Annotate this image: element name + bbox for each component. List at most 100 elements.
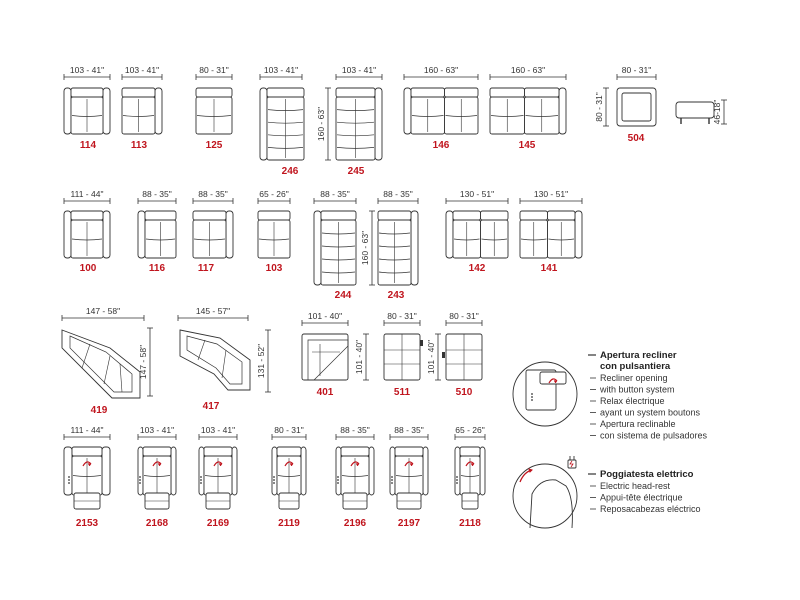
recline-arrow-icon [465,461,475,467]
module-code: 2168 [146,518,169,529]
module-code: 2169 [207,518,230,529]
width-dimension: 88 - 35" [198,189,227,199]
module-code: 100 [80,263,97,274]
module-code: 504 [628,133,645,144]
recline-arrow-icon [152,461,162,467]
button-dot-icon [391,482,393,484]
width-dimension: 80 - 31" [622,65,651,75]
width-dimension: 147 - 58" [86,306,120,316]
button-dot-icon [337,476,339,478]
button-dot-icon [391,479,393,481]
recline-arrow-icon [82,461,92,467]
module-code: 146 [433,140,450,151]
depth-dimension: 80 - 31" [594,92,604,121]
button-dot-icon [68,482,70,484]
width-dimension: 103 - 41" [125,65,159,75]
module-117: 88 - 35" 117 [192,189,234,274]
module-code: 2197 [398,518,421,529]
button-dot-icon [456,479,458,481]
width-dimension: 103 - 41" [70,65,104,75]
module-244: 88 - 35"244 [313,189,357,301]
legend-recliner-title: con pulsantiera [600,361,671,372]
button-dot-icon [200,479,202,481]
module-243: 88 - 35" 160 - 63" 243 [360,189,419,301]
module-code: 510 [456,387,473,398]
button-dot-icon [139,482,141,484]
recline-arrow-icon [350,461,360,467]
module-142: 130 - 51"142 [445,189,509,274]
width-dimension: 103 - 41" [201,425,235,435]
width-dimension: 160 - 63" [424,65,458,75]
module-code: 113 [131,140,148,151]
module-146: 160 - 63" 146 [403,65,479,151]
module-504: 80 - 31" 80 - 31" 504 [594,65,657,144]
width-dimension: 130 - 51" [534,189,568,199]
button-dot-icon [456,476,458,478]
module-code: 117 [198,263,215,274]
module-245: 103 - 41"160 - 63"245 [316,65,383,177]
width-dimension: 80 - 31" [387,311,416,321]
width-dimension: 88 - 35" [383,189,412,199]
module-2119: 80 - 31"2119 [271,425,307,529]
module-code: 2153 [76,518,99,529]
connector-icon [442,352,445,358]
module-113: 103 - 41" 113 [121,65,163,151]
legend-headrest-line: Reposacabezas eléctrico [600,504,701,514]
button-dot-icon [200,476,202,478]
button-dot-icon [391,476,393,478]
legend-recliner-line: Apertura reclinable [600,419,676,429]
button-dot-icon [337,482,339,484]
module-2196: 88 - 35"2196 [335,425,375,529]
module-code: 419 [91,405,108,416]
module-code: 243 [388,290,405,301]
module-code: 114 [80,140,97,151]
module-510: 80 - 31"101 - 40"510 [426,311,483,398]
module-code: 2118 [459,518,481,529]
module-2197: 88 - 35"2197 [389,425,429,529]
legend-recliner-line: with button system [599,385,675,395]
legend-recliner-line: con sistema de pulsadores [600,431,708,441]
recline-arrow-icon [548,378,558,384]
width-dimension: 103 - 41" [140,425,174,435]
module-code: 245 [348,166,365,177]
width-dimension: 80 - 31" [199,65,228,75]
width-dimension: 160 - 63" [511,65,545,75]
height-dimension: 46-18" [712,100,722,125]
button-dot-icon [337,479,339,481]
recline-arrow-icon [284,461,294,467]
module-125: 80 - 31"125 [195,65,233,151]
legend-headrest-line: Appui-tête électrique [600,493,683,503]
connector-icon [420,340,423,346]
module-code: 141 [541,263,558,274]
module-145: 160 - 63"145 [489,65,567,151]
button-dot-icon [273,476,275,478]
recline-arrow-icon [404,461,414,467]
module-code: 417 [203,401,220,412]
module-code: 142 [469,263,486,274]
legend-recliner-line: Relax électrique [600,396,665,406]
button-dot-icon [456,482,458,484]
width-dimension: 101 - 40" [308,311,342,321]
depth-dimension: 160 - 63" [360,231,370,265]
module-511: 80 - 31"511 [383,311,423,398]
depth-dimension: 160 - 63" [316,107,326,141]
button-dot-icon [139,479,141,481]
button-dot-icon [200,482,202,484]
button-dot-icon [531,396,533,398]
module-code: 244 [335,290,352,301]
module-2153: 111 - 44"2153 [63,425,111,529]
plug-icon [567,459,577,469]
button-dot-icon [273,479,275,481]
module-code: 246 [282,166,299,177]
button-dot-icon [531,393,533,395]
width-dimension: 65 - 26" [455,425,484,435]
depth-dimension: 147 - 58" [138,345,148,379]
module-2118: 65 - 26" 2118 [454,425,486,529]
button-dot-icon [139,476,141,478]
depth-dimension: 101 - 40" [426,340,436,374]
width-dimension: 145 - 57" [196,306,230,316]
width-dimension: 80 - 31" [274,425,303,435]
